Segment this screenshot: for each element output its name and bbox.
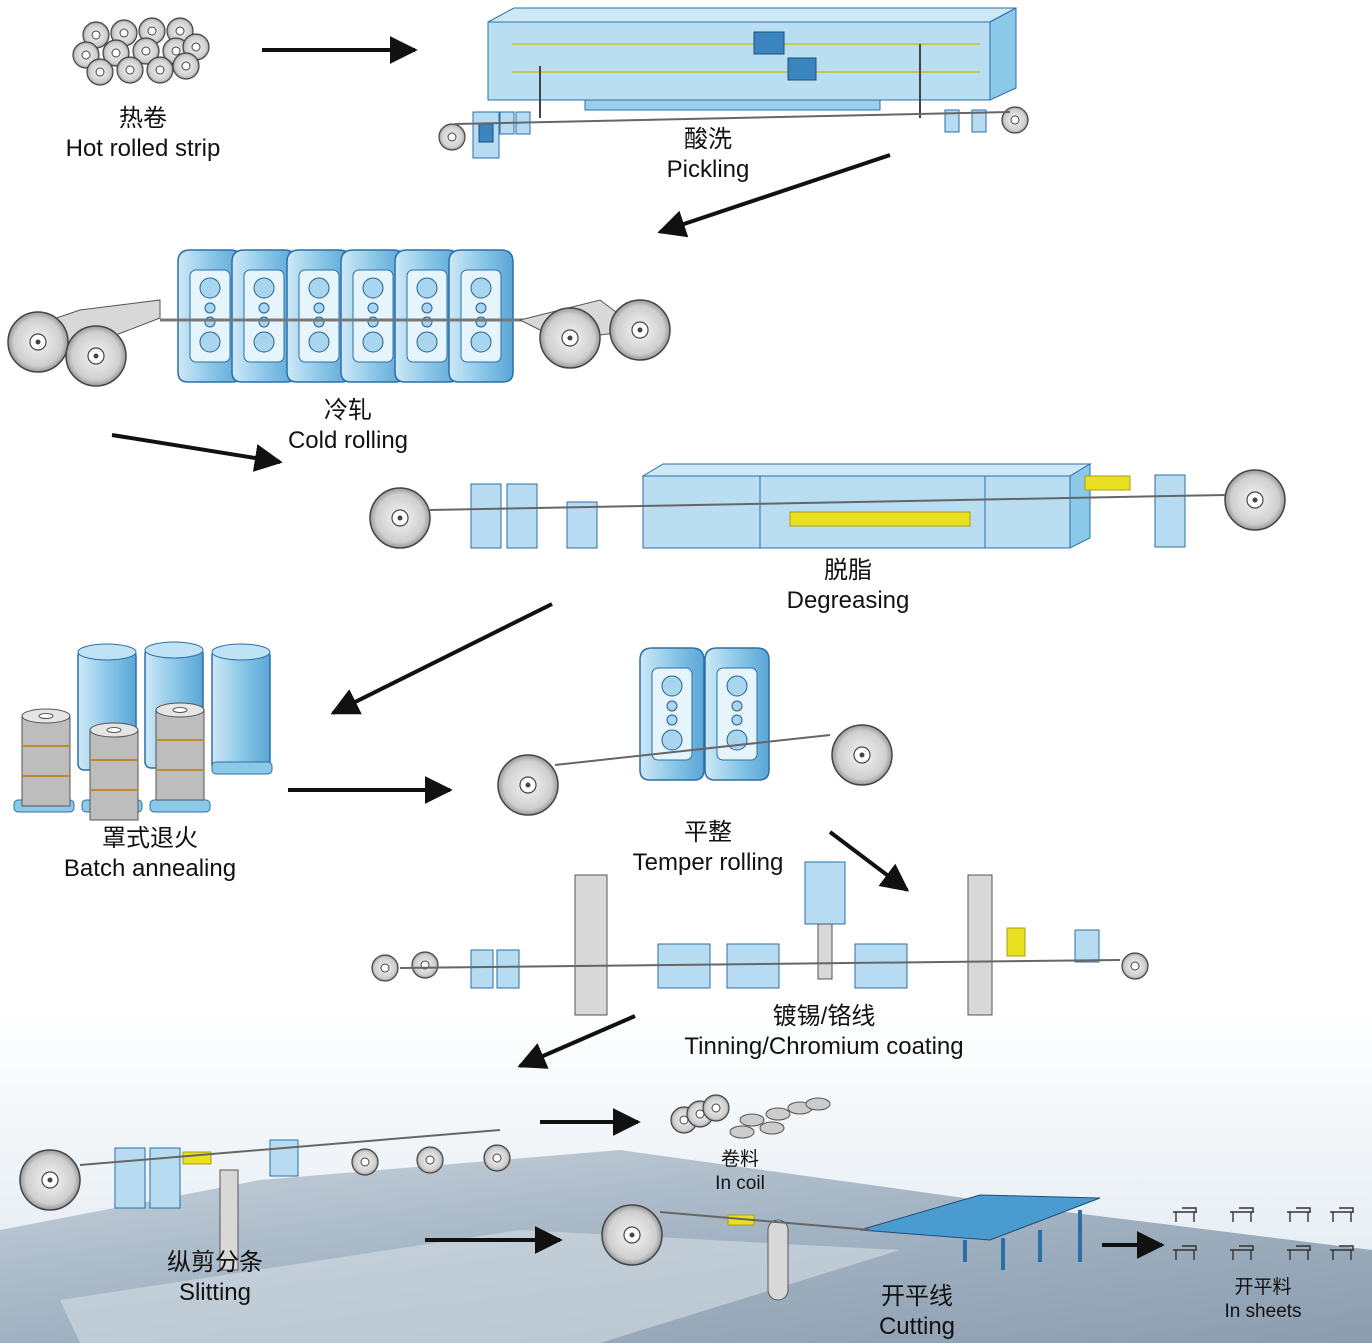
label-en: In sheets: [1224, 1300, 1302, 1322]
label-en: Pickling: [666, 156, 750, 183]
label-en: In coil: [715, 1172, 765, 1194]
label-zh: 镀锡/铬线: [772, 1003, 876, 1030]
label-pickling: 酸洗 Pickling: [608, 125, 808, 185]
label-zh: 卷料: [720, 1149, 759, 1170]
batch-annealing-furnaces: [13, 641, 273, 821]
label-en: Tinning/Chromium coating: [684, 1033, 964, 1060]
cold-rolling-mill: [7, 249, 671, 387]
label-en: Degreasing: [786, 587, 910, 614]
label-cold-rolling: 冷轧 Cold rolling: [248, 396, 448, 456]
label-zh: 开平线: [881, 1283, 953, 1310]
label-degreasing: 脱脂 Degreasing: [748, 556, 948, 616]
flow-arrow: [330, 602, 553, 715]
label-slitting: 纵剪分条 Slitting: [130, 1248, 300, 1308]
in-coil-product: [670, 1094, 831, 1139]
label-en: Slitting: [178, 1279, 252, 1306]
label-zh: 酸洗: [684, 126, 732, 153]
degreasing-line: [369, 463, 1286, 549]
label-en: Batch annealing: [63, 855, 237, 882]
label-zh: 开平料: [1234, 1277, 1292, 1298]
hot-rolled-coils: [72, 17, 210, 86]
label-en: Cold rolling: [287, 427, 409, 454]
label-in-coil: 卷料 In coil: [680, 1148, 800, 1196]
label-zh: 罩式退火: [102, 825, 198, 852]
label-tinning-chromium: 镀锡/铬线 Tinning/Chromium coating: [654, 1002, 994, 1062]
slitting-line: [19, 1129, 511, 1271]
tinning-line: [371, 861, 1149, 1016]
label-en: Temper rolling: [632, 849, 784, 876]
pickling-line: [438, 7, 1029, 159]
label-zh: 脱脂: [824, 557, 872, 584]
sheet-stacks: [1173, 1207, 1354, 1260]
flow-arrow: [657, 153, 891, 238]
label-hot-rolled-strip: 热卷 Hot rolled strip: [28, 104, 258, 164]
label-zh: 热卷: [119, 105, 167, 132]
label-batch-annealing: 罩式退火 Batch annealing: [30, 824, 270, 884]
flow-arrow: [517, 1014, 636, 1069]
label-temper-rolling: 平整 Temper rolling: [588, 818, 828, 878]
label-zh: 冷轧: [324, 397, 372, 424]
label-cutting: 开平线 Cutting: [842, 1282, 992, 1342]
label-zh: 平整: [684, 819, 732, 846]
flow-arrow: [828, 830, 910, 892]
label-zh: 纵剪分条: [167, 1249, 263, 1276]
cutting-line: [601, 1194, 1101, 1301]
temper-rolling-mill: [497, 647, 893, 816]
flow-arrow: [111, 433, 283, 472]
label-in-sheets: 开平料 In sheets: [1196, 1276, 1330, 1324]
label-en: Hot rolled strip: [65, 135, 221, 162]
label-en: Cutting: [878, 1313, 956, 1340]
